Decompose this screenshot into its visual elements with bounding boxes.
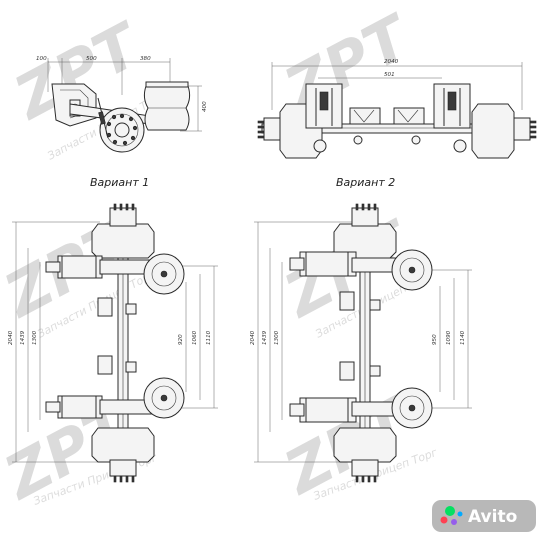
dim-label: 950 [432,334,438,345]
dim-label: 501 [384,72,395,78]
dim-label: 380 [140,56,151,62]
avito-dot-red [440,516,448,524]
variant2-plan-view: 2040 1439 1300 950 1090 1140 [250,203,472,483]
avito-logo-text: Avito [468,507,517,527]
dim-label: 920 [178,334,184,345]
dim-label: 1140 [460,330,466,345]
dim-label: 100 [36,56,47,62]
avito-dot-green [445,506,455,516]
caption-variant2: Вариант 2 [336,176,395,189]
dim-label: 1110 [206,330,212,345]
dim-label: 400 [202,101,208,112]
avito-badge: Avito [432,500,536,532]
avito-dot-blue [457,511,463,517]
dim-label: 1300 [32,330,38,345]
dim-label: 2040 [384,59,399,65]
dim-label: 1060 [192,330,198,345]
caption-variant1: Вариант 1 [90,176,149,189]
variant1-side-view: 100 500 380 400 [36,56,208,153]
variant2-front-view: 2040 501 1090 [257,59,537,159]
dim-label: 1300 [274,330,280,345]
variant1-plan-view: 2040 1439 1300 920 1060 1110 [8,203,218,483]
avito-dot-purple [451,519,457,525]
dim-label: 2040 [8,330,14,345]
dim-label: 500 [86,56,97,62]
dim-label: 2040 [250,330,256,345]
dim-label: 1439 [262,330,268,345]
dim-label: 1439 [20,330,26,345]
dim-label: 1090 [446,330,452,345]
